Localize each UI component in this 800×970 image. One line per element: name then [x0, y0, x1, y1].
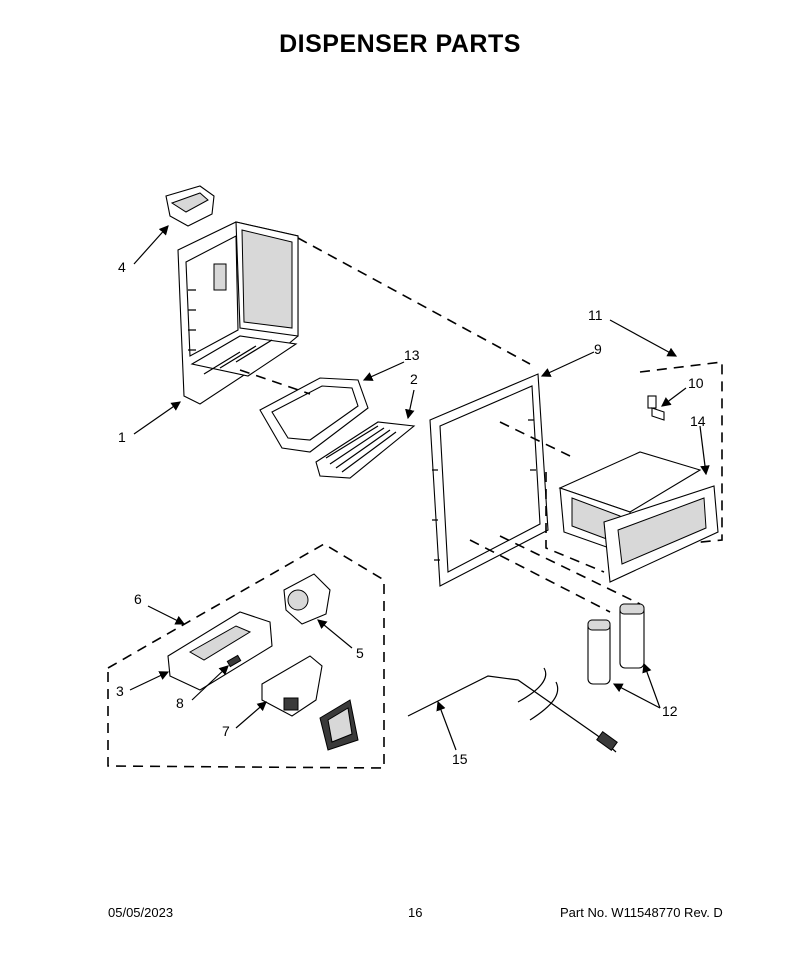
part-6-assembly-outline: [107, 543, 385, 769]
page-title: DISPENSER PARTS: [279, 30, 521, 58]
dispenser-paddle: [319, 699, 359, 751]
part-3-bracket: [167, 611, 273, 691]
part-4-cup: [165, 185, 215, 227]
callout-4: 4: [118, 259, 126, 275]
part-14-control-panel: [558, 451, 719, 583]
assembly-line-panel: [499, 421, 571, 457]
callout-8: 8: [176, 695, 184, 711]
part-5-motor: [283, 573, 331, 625]
part-15-tube: [407, 667, 618, 753]
callout-10: 10: [688, 375, 704, 391]
part-7-actuator: [261, 655, 323, 717]
part-8-screw: [226, 654, 242, 668]
part-1-housing: [177, 221, 299, 405]
callout-12: 12: [662, 703, 678, 719]
callout-15: 15: [452, 751, 468, 767]
part-12-caps: [587, 603, 645, 685]
footer-date: 05/05/2023: [108, 905, 174, 920]
callout-14: 14: [690, 413, 706, 429]
callout-5: 5: [356, 645, 364, 661]
footer-part-number: Part No. W11548770 Rev. D: [560, 905, 723, 920]
part-2-grille: [315, 421, 416, 479]
callout-6: 6: [134, 591, 142, 607]
footer-page-number: 16: [408, 905, 423, 920]
assembly-line-caps: [469, 539, 611, 613]
callout-9: 9: [594, 341, 602, 357]
assembly-line-tray: [239, 369, 311, 395]
callout-11: 11: [588, 307, 603, 323]
callout-7: 7: [222, 723, 230, 739]
assembly-line-housing: [297, 237, 531, 365]
callout-3: 3: [116, 683, 124, 699]
part-13-drip-tray: [259, 377, 369, 453]
callout-1: 1: [118, 429, 126, 445]
part-9-frame: [429, 373, 549, 587]
part-11-assembly-outline: [639, 361, 723, 549]
part-10-clip: [647, 395, 665, 421]
callout-2: 2: [410, 371, 418, 387]
callout-13: 13: [404, 347, 420, 363]
